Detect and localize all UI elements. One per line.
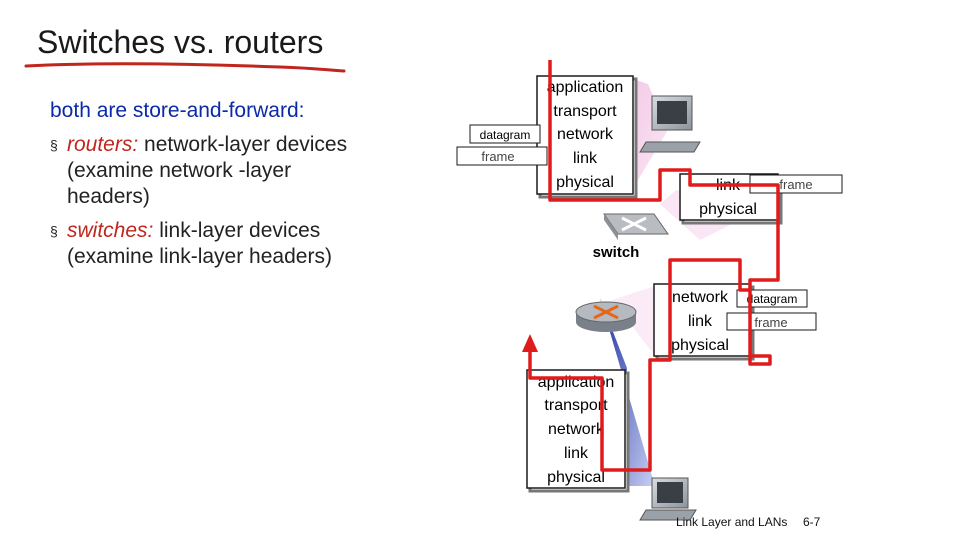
layer-label: link xyxy=(573,150,598,167)
top-host-wedge xyxy=(630,78,668,190)
layer-label: link xyxy=(688,313,713,330)
top-host-stack: application transport network link physi… xyxy=(536,75,638,199)
datagram-tag: datagram xyxy=(480,128,531,142)
layer-label: physical xyxy=(699,201,757,218)
layer-label: network xyxy=(557,126,614,143)
layer-label: physical xyxy=(556,174,614,191)
frame-tag: frame xyxy=(754,315,787,330)
top-host-tags: datagram frame xyxy=(456,124,548,166)
bullet-switches: § switches: link-layer devices (examine … xyxy=(50,218,370,270)
bullet-marker: § xyxy=(50,223,58,239)
bottom-host-stack: application transport network link physi… xyxy=(526,369,630,493)
page-title: Switches vs. routers xyxy=(37,24,324,60)
layer-label: network xyxy=(672,289,729,306)
frame-tag: frame xyxy=(779,177,812,192)
bullet-keyword: switches: xyxy=(67,219,154,242)
bullet-list: both are store-and-forward: § routers: n… xyxy=(50,98,370,270)
computer-icon xyxy=(639,95,701,153)
switch-label: switch xyxy=(593,244,640,261)
bullet-text: network-layer devices (examine network -… xyxy=(67,133,348,208)
layer-label: physical xyxy=(547,469,605,486)
switch-stack: link physical frame xyxy=(679,173,843,225)
intro-text: both are store-and-forward: xyxy=(50,99,305,122)
bullet-text: link-layer devices (examine link-layer h… xyxy=(67,219,332,268)
bullet-marker: § xyxy=(50,137,58,153)
layer-label: application xyxy=(547,79,624,96)
layer-label: physical xyxy=(671,337,729,354)
layer-label: transport xyxy=(544,397,608,414)
bullet-routers: § routers: network-layer devices (examin… xyxy=(50,132,370,210)
frame-tag: frame xyxy=(481,149,514,164)
layer-label: network xyxy=(548,421,605,438)
datagram-tag: datagram xyxy=(747,292,798,306)
router-stack: network link physical datagram frame xyxy=(653,283,817,361)
switch-icon xyxy=(603,213,669,240)
path-arrow xyxy=(522,334,538,352)
bullet-keyword: routers: xyxy=(67,133,139,156)
footer-label: Link Layer and LANs xyxy=(676,515,788,529)
layer-label: transport xyxy=(553,103,617,120)
layer-label: link xyxy=(564,445,589,462)
computer-icon xyxy=(639,477,697,521)
page-number: 6-7 xyxy=(803,515,821,529)
data-path xyxy=(528,60,780,472)
router-icon xyxy=(575,301,637,332)
